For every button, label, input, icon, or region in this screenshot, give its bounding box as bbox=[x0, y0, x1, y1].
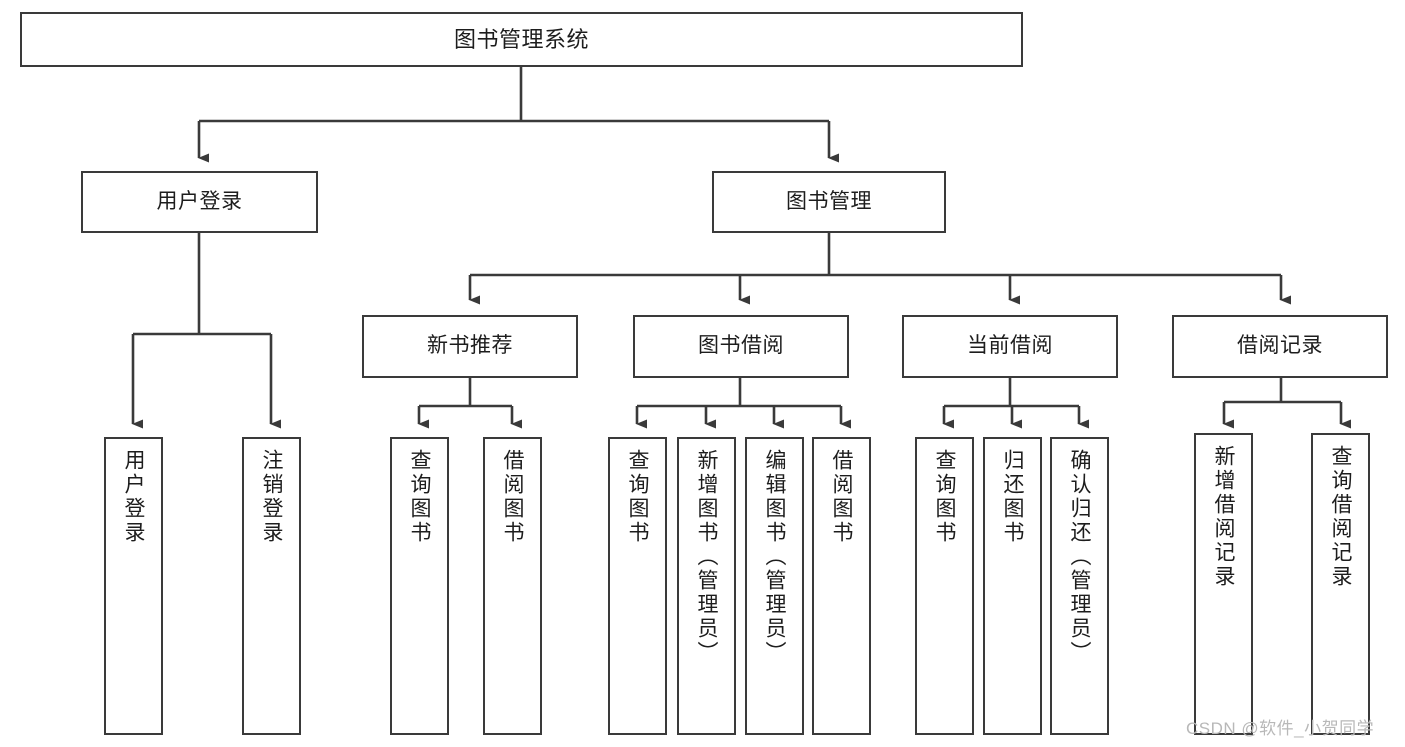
node-leaf-query-record-label: 查询借阅记录 bbox=[1329, 445, 1352, 589]
node-new-book-rec-label: 新书推荐 bbox=[427, 334, 513, 358]
node-leaf-borrow-book-2[interactable]: 借阅图书 bbox=[812, 437, 871, 735]
node-leaf-user-login-label: 用户登录 bbox=[122, 449, 145, 545]
node-leaf-add-book-label: 新增图书（管理员） bbox=[695, 449, 718, 665]
node-book-borrow-label: 图书借阅 bbox=[698, 334, 784, 358]
node-book-borrow[interactable]: 图书借阅 bbox=[633, 315, 849, 378]
node-user-login-label: 用户登录 bbox=[156, 189, 243, 213]
node-root[interactable]: 图书管理系统 bbox=[20, 12, 1023, 67]
node-leaf-logout[interactable]: 注销登录 bbox=[242, 437, 301, 735]
node-current-borrow-label: 当前借阅 bbox=[967, 334, 1053, 358]
node-leaf-return-book[interactable]: 归还图书 bbox=[983, 437, 1042, 735]
node-leaf-query-book-2-label: 查询图书 bbox=[626, 449, 649, 545]
node-current-borrow[interactable]: 当前借阅 bbox=[902, 315, 1118, 378]
node-leaf-add-record[interactable]: 新增借阅记录 bbox=[1194, 433, 1253, 735]
node-user-login[interactable]: 用户登录 bbox=[81, 171, 318, 233]
node-leaf-edit-book-label: 编辑图书（管理员） bbox=[763, 449, 786, 665]
node-leaf-borrow-book-1-label: 借阅图书 bbox=[501, 449, 524, 545]
node-leaf-return-book-label: 归还图书 bbox=[1001, 449, 1024, 545]
node-leaf-query-book-1-label: 查询图书 bbox=[408, 449, 431, 545]
node-leaf-borrow-book-2-label: 借阅图书 bbox=[830, 449, 853, 545]
node-leaf-query-book-1[interactable]: 查询图书 bbox=[390, 437, 449, 735]
node-book-manage[interactable]: 图书管理 bbox=[712, 171, 946, 233]
node-leaf-add-record-label: 新增借阅记录 bbox=[1212, 445, 1235, 589]
watermark: CSDN @软件_小贺同学 bbox=[1186, 719, 1375, 738]
node-borrow-record[interactable]: 借阅记录 bbox=[1172, 315, 1388, 378]
node-borrow-record-label: 借阅记录 bbox=[1237, 334, 1323, 358]
node-leaf-add-book[interactable]: 新增图书（管理员） bbox=[677, 437, 736, 735]
node-new-book-rec[interactable]: 新书推荐 bbox=[362, 315, 578, 378]
node-leaf-confirm-return[interactable]: 确认归还（管理员） bbox=[1050, 437, 1109, 735]
node-leaf-borrow-book-1[interactable]: 借阅图书 bbox=[483, 437, 542, 735]
node-leaf-query-record[interactable]: 查询借阅记录 bbox=[1311, 433, 1370, 735]
node-root-label: 图书管理系统 bbox=[453, 26, 589, 52]
node-book-manage-label: 图书管理 bbox=[786, 189, 872, 213]
node-leaf-logout-label: 注销登录 bbox=[260, 449, 283, 545]
node-leaf-confirm-return-label: 确认归还（管理员） bbox=[1068, 449, 1091, 665]
node-leaf-edit-book[interactable]: 编辑图书（管理员） bbox=[745, 437, 804, 735]
node-leaf-query-book-3[interactable]: 查询图书 bbox=[915, 437, 974, 735]
node-leaf-user-login[interactable]: 用户登录 bbox=[104, 437, 163, 735]
node-leaf-query-book-3-label: 查询图书 bbox=[933, 449, 956, 545]
node-leaf-query-book-2[interactable]: 查询图书 bbox=[608, 437, 667, 735]
